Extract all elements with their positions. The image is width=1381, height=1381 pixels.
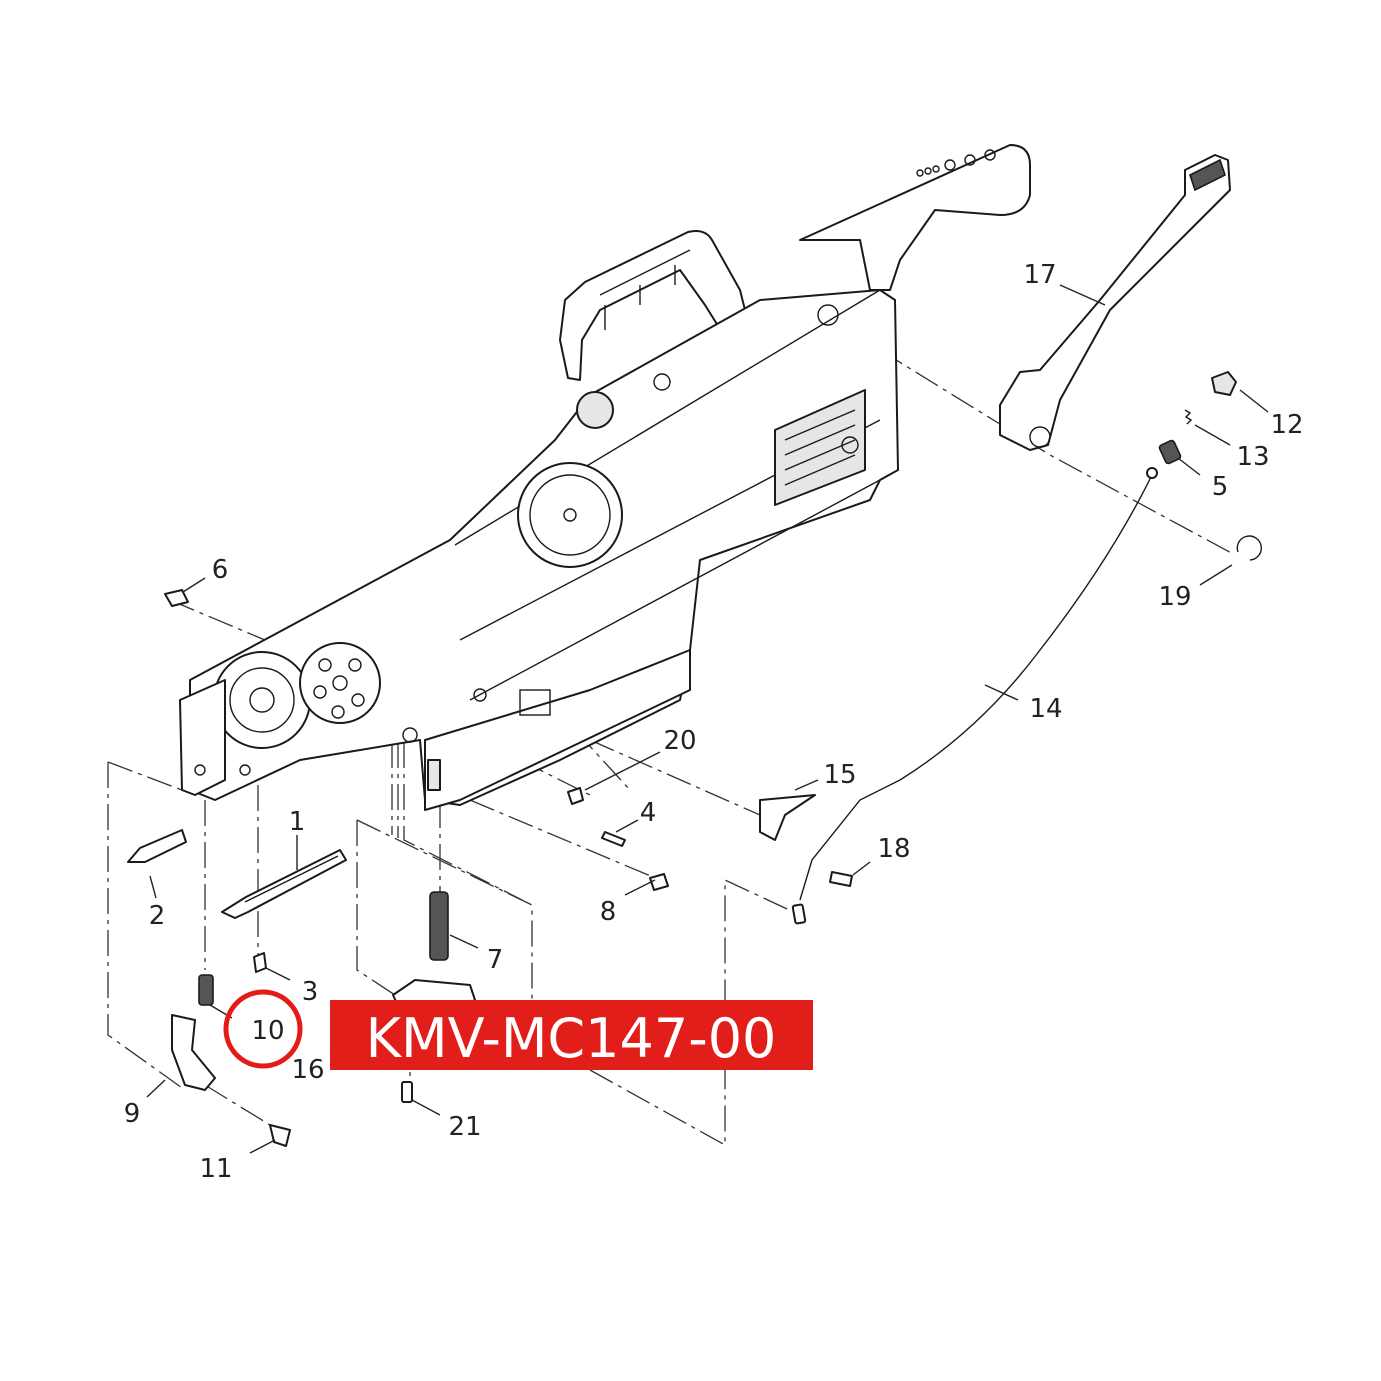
callout-18: 18 [877,834,910,864]
callout-16: 16 [291,1055,324,1085]
callout-19: 19 [1158,582,1191,612]
callout-5: 5 [1212,472,1229,502]
part-18 [829,871,853,887]
part-7 [429,891,449,961]
callout-13: 13 [1236,442,1269,472]
part-number-text: KMV-MC147-00 [366,1007,777,1070]
callout-12: 12 [1270,410,1303,440]
part-13 [1184,409,1193,425]
callout-7: 7 [487,945,504,975]
callout-20: 20 [663,726,696,756]
part-10 [198,974,214,1006]
part-14 [799,474,1153,901]
callout-2: 2 [149,901,166,931]
part-20 [567,787,584,805]
part-21 [401,1081,413,1103]
part-12 [1211,371,1237,396]
callout-10: 10 [251,1016,284,1046]
part-4 [601,831,626,847]
callout-9: 9 [124,1099,141,1129]
callout-14: 14 [1029,694,1062,724]
part-9 [171,1014,216,1091]
feeder-body [179,144,1031,811]
part-11 [269,1124,291,1147]
loose-parts [127,154,1262,1147]
callout-labels: 1 2 3 4 5 6 7 8 9 10 11 12 13 14 15 16 1… [124,260,1304,1184]
part-3 [253,952,267,973]
part-19 [1236,535,1262,561]
part-1 [221,849,347,919]
callout-4: 4 [640,798,657,828]
callout-6: 6 [212,555,229,585]
part-number-background [330,1000,813,1070]
callout-8: 8 [600,897,617,927]
highlight-circle [223,989,303,1069]
part-5 [1158,439,1182,465]
part-17-lever [999,154,1231,451]
callout-11: 11 [199,1154,232,1184]
part-8 [649,873,669,891]
callout-15: 15 [823,760,856,790]
part-6 [164,589,189,607]
leader-lines [146,284,1269,1154]
callout-1: 1 [289,807,306,837]
part-15 [759,794,816,841]
callout-17: 17 [1023,260,1056,290]
callout-21: 21 [448,1112,481,1142]
part-2 [127,829,187,863]
part-number-banner: KMV-MC147-00 [330,1000,813,1070]
nameplate [774,389,866,506]
callout-3: 3 [302,977,319,1007]
